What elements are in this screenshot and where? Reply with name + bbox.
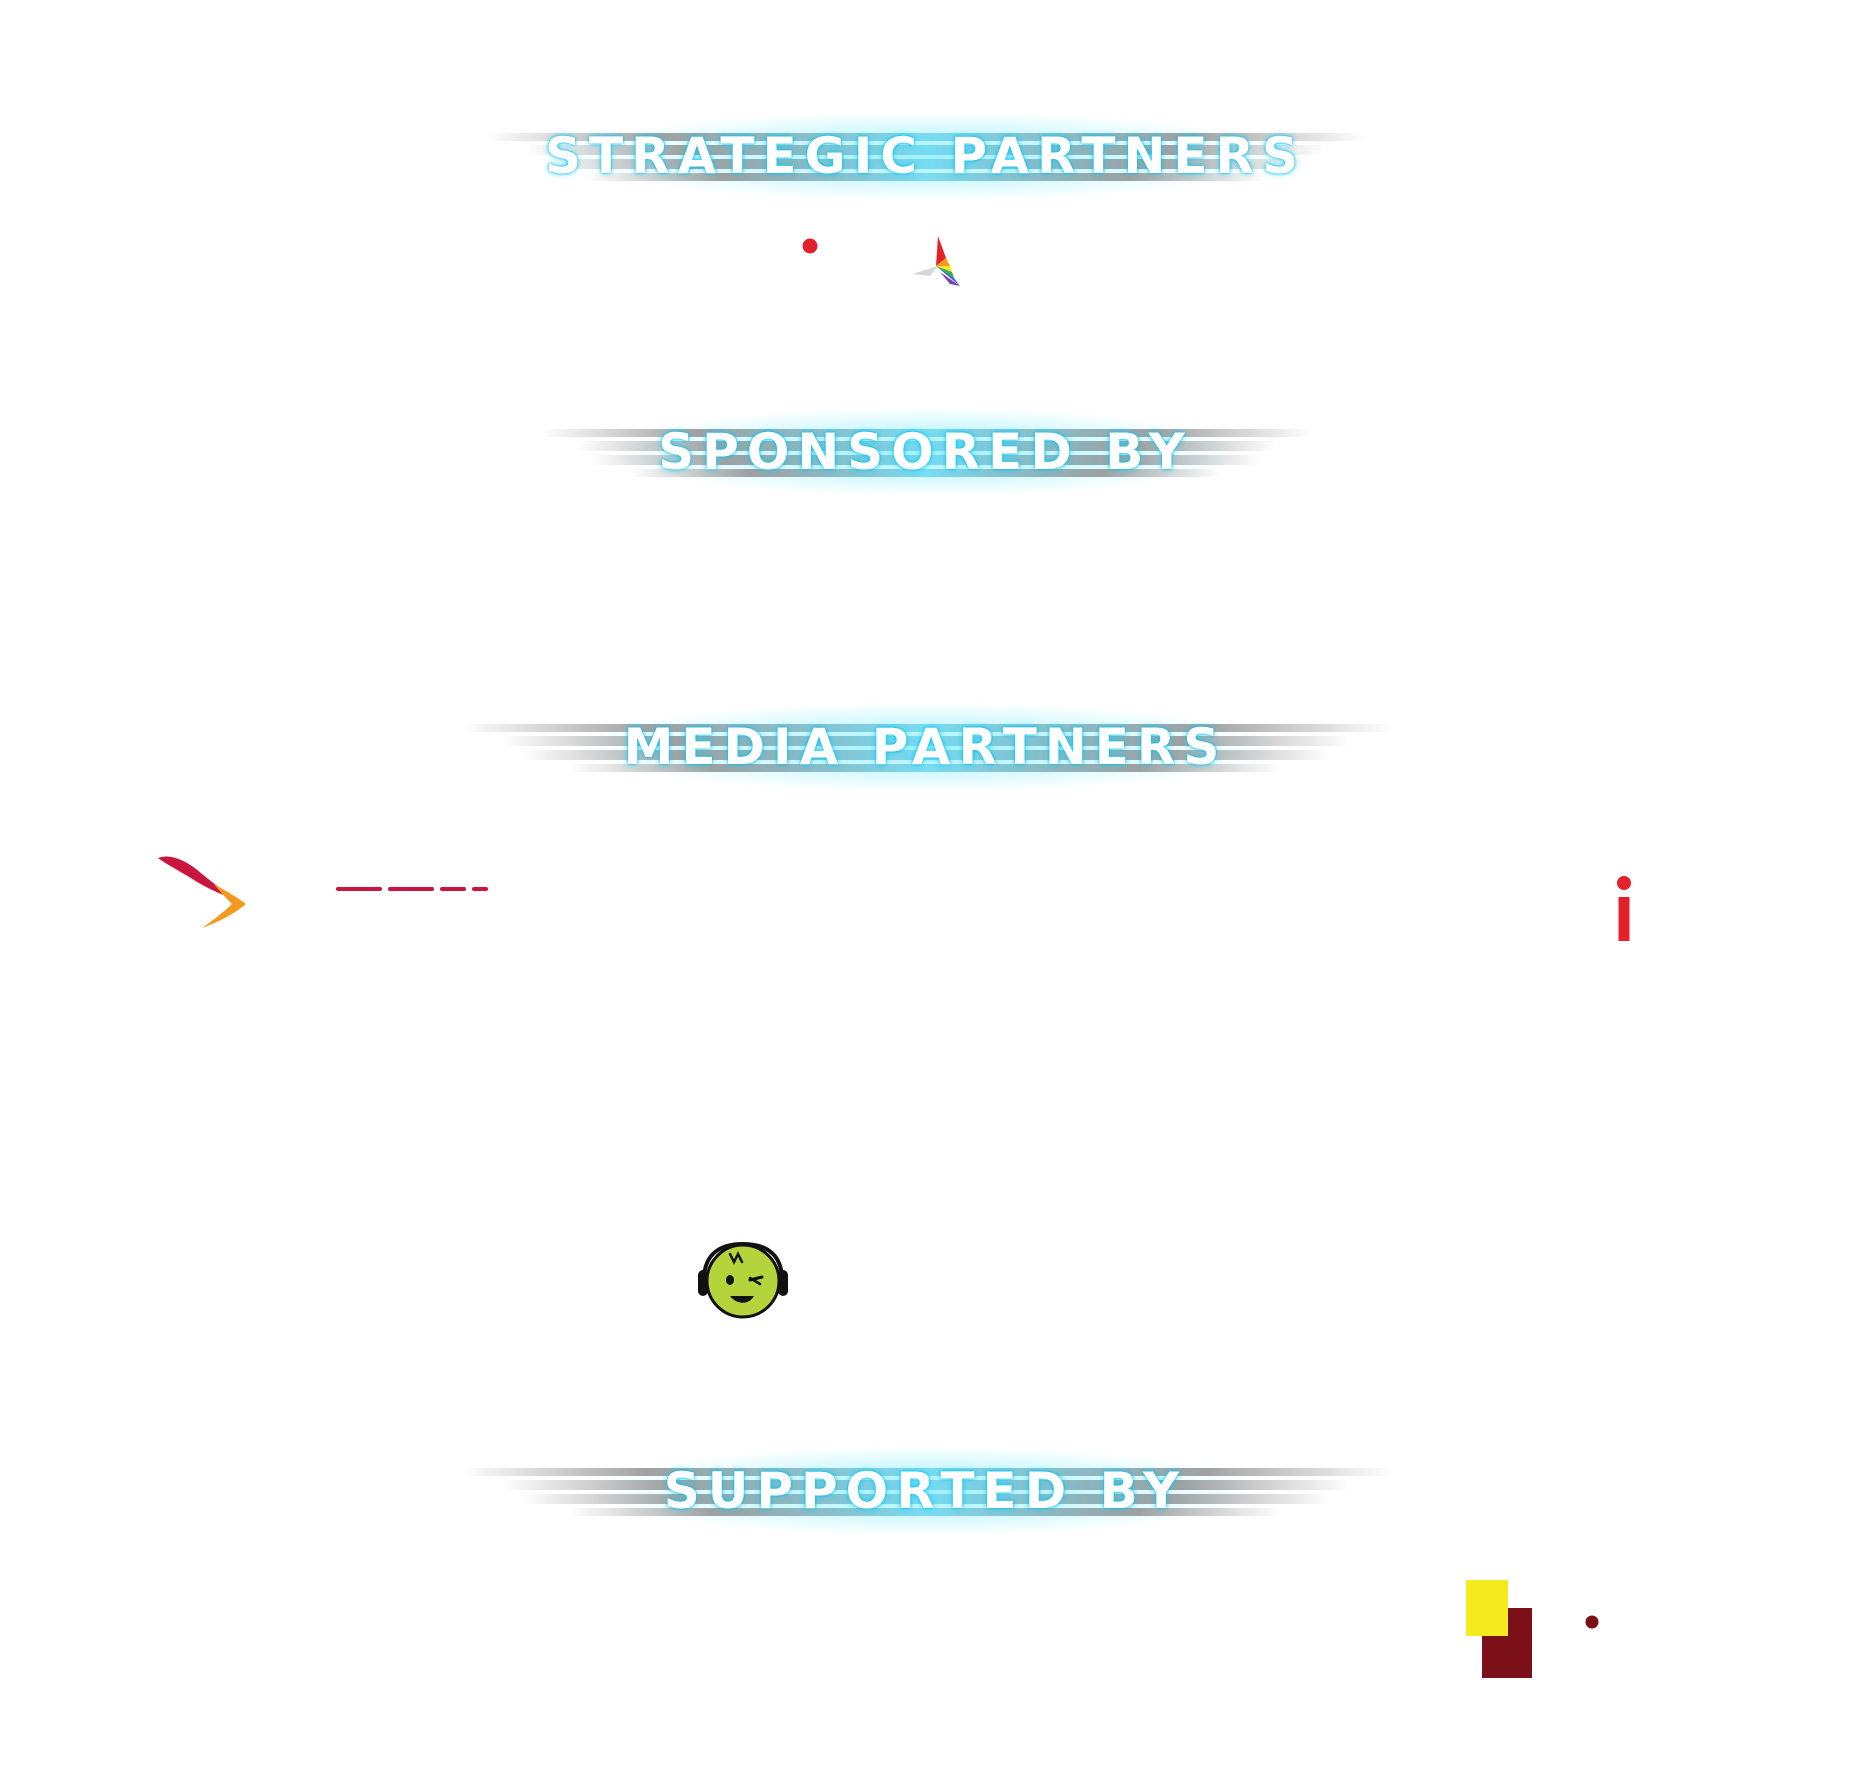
section-banner-strategic-partners: STRATEGIC PARTNERS	[0, 96, 1851, 216]
section-banner-media-partners: MEDIA PARTNERS	[0, 687, 1851, 807]
section-title-supported-by: SUPPORTED BY	[663, 1462, 1188, 1520]
yellow-maroon-squares-icon[interactable]	[1466, 1580, 1534, 1680]
winking-face-headphones-icon[interactable]	[696, 1240, 790, 1320]
banner-glow	[615, 407, 1236, 497]
banner-glow	[575, 702, 1276, 792]
banner-glow	[565, 111, 1286, 201]
maroon-dot-icon[interactable]	[1584, 1614, 1600, 1630]
section-title-sponsored-by: SPONSORED BY	[658, 423, 1193, 481]
red-dot-icon[interactable]	[801, 237, 819, 255]
section-banner-supported-by: SUPPORTED BY	[0, 1431, 1851, 1551]
rainbow-paper-plane-icon[interactable]	[910, 232, 964, 288]
banner-streaks	[485, 133, 1366, 181]
banner-glow	[595, 1446, 1256, 1536]
section-title-strategic-partners: STRATEGIC PARTNERS	[544, 127, 1307, 185]
swoosh-arrow-icon[interactable]	[154, 854, 250, 930]
red-dashed-line-icon[interactable]	[336, 884, 488, 894]
banner-streaks	[460, 724, 1391, 772]
section-banner-sponsored-by: SPONSORED BY	[0, 392, 1851, 512]
red-i-letter-icon[interactable]	[1614, 873, 1634, 943]
banner-streaks	[460, 1468, 1391, 1516]
section-title-media-partners: MEDIA PARTNERS	[623, 718, 1228, 776]
banner-streaks	[540, 429, 1311, 477]
